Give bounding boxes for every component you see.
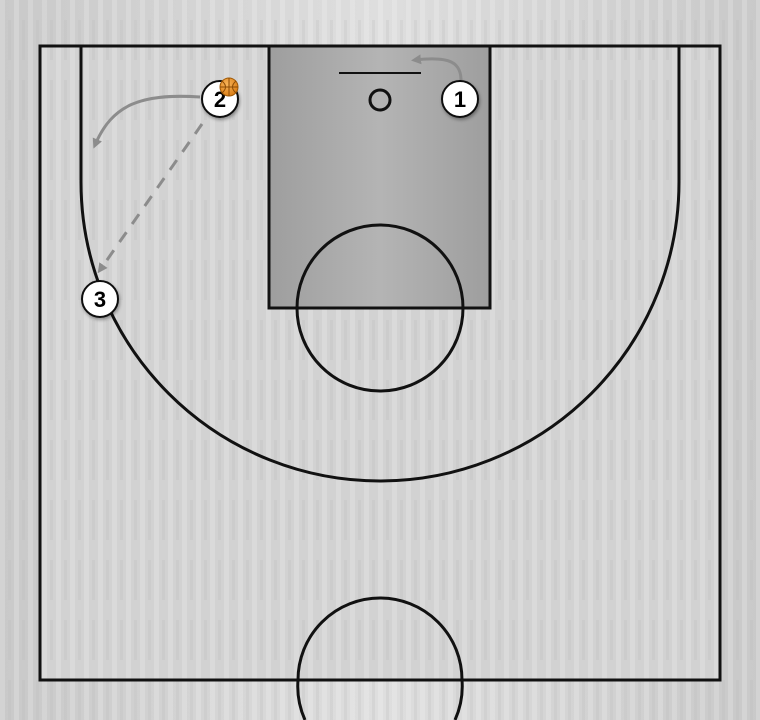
player-1-marker xyxy=(441,80,479,118)
player-3-label: 3 xyxy=(94,287,106,312)
basketball-icon xyxy=(219,77,239,97)
center-circle-lower-right xyxy=(453,679,464,720)
player-3[interactable]: 3 xyxy=(81,280,119,318)
free-throw-circle xyxy=(295,223,465,393)
basket-rim xyxy=(368,88,392,112)
cut-arrow-player-1 xyxy=(411,54,463,84)
cut-arrow-player-2 xyxy=(92,94,201,149)
center-circle xyxy=(296,596,464,681)
court-boundary xyxy=(38,44,722,682)
three-point-line xyxy=(79,46,681,483)
player-3-marker xyxy=(81,280,119,318)
player-1-label: 1 xyxy=(454,87,466,112)
pass-arrow-2-to-3 xyxy=(97,123,204,274)
player-1[interactable]: 1 xyxy=(441,80,479,118)
center-circle-lower-left xyxy=(296,679,307,720)
